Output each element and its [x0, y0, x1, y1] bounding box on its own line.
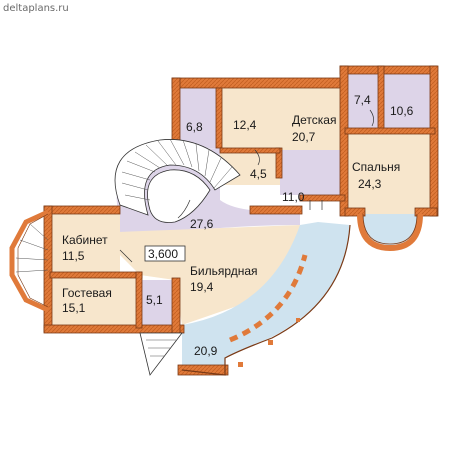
- area-stair-niche: 6,8: [186, 120, 203, 134]
- area-wc: 5,1: [146, 293, 163, 307]
- area-billiard: 19,4: [190, 280, 214, 294]
- name-study: Кабинет: [62, 233, 108, 247]
- column-a: [268, 340, 273, 345]
- bedroom-bay-wall: [357, 213, 423, 252]
- terrace-floor: [182, 222, 350, 375]
- area-guest: 15,1: [62, 301, 86, 315]
- name-billiard: Бильярдная: [190, 264, 258, 278]
- study-bay-inner-line: [17, 213, 49, 308]
- door-marks: [119, 109, 374, 263]
- name-guest: Гостевая: [62, 286, 112, 300]
- elevation-marker: 3,600: [148, 247, 178, 261]
- bedroom-bay-floor: [360, 214, 420, 248]
- area-hall-room: 12,4: [233, 118, 257, 132]
- column-c: [296, 318, 300, 322]
- area-childroom: 20,7: [292, 130, 316, 144]
- billiard-window-arc: [229, 254, 308, 343]
- name-bedroom: Спальня: [352, 160, 400, 174]
- area-terrace: 20,9: [194, 344, 218, 358]
- corridor-floor: [280, 150, 345, 195]
- stair-niche-floor: [178, 88, 220, 148]
- closet-a-floor: [345, 72, 380, 132]
- study-bay-wall: [9, 209, 50, 313]
- terrace-outer-line: [181, 224, 351, 376]
- childroom-floor: [220, 88, 345, 150]
- elevation-marker-box: [144, 245, 186, 262]
- watermark-text: deltaplans.ru: [3, 3, 69, 14]
- spiral-staircase: [114, 138, 241, 223]
- study-floor: [50, 212, 120, 272]
- area-small-store: 4,5: [250, 167, 267, 181]
- bath-b-floor: [380, 72, 432, 132]
- name-childroom: Детская: [292, 113, 336, 127]
- study-bay-floor: [14, 212, 50, 310]
- bedroom-floor: [345, 132, 432, 214]
- walls: [43, 65, 439, 376]
- entrance-wedge: [139, 332, 183, 376]
- study-bay-stair: [15, 223, 49, 273]
- guest-floor: [50, 275, 140, 328]
- bedroom-bay-window: [362, 213, 418, 245]
- area-central-hall: 27,6: [190, 217, 214, 231]
- area-bath-b: 10,6: [390, 104, 414, 118]
- column-b: [238, 362, 243, 367]
- area-closet-a: 7,4: [354, 93, 371, 107]
- area-study: 11,5: [62, 249, 85, 263]
- area-bedroom: 24,3: [358, 177, 382, 191]
- area-corridor: 11,0: [282, 190, 305, 204]
- wc-floor: [140, 280, 175, 328]
- entrance-steps: [146, 339, 176, 357]
